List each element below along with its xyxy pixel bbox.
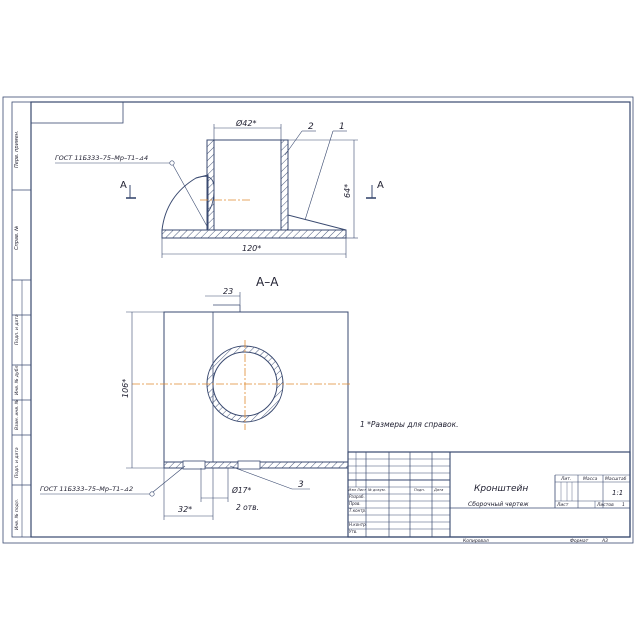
title-block-text: Изм Лист № докум. Подп. Дата Разраб. Про…: [349, 476, 627, 544]
base-plate: [161, 229, 347, 239]
top-left-stamp-box: [30, 101, 124, 124]
lit-label: Лит.: [560, 476, 571, 482]
tube-wall-left: [206, 139, 215, 231]
title-block: [347, 451, 631, 538]
side-label-2: Справ. №: [14, 226, 20, 250]
left-gusset: [161, 174, 209, 231]
col-label-sign: Подп.: [414, 488, 425, 492]
row-label-approved: Утв.: [349, 529, 357, 534]
side-label-3: Подп. и дата: [14, 314, 20, 345]
mass-label: Масса: [583, 476, 598, 482]
front-weld-note: ГОСТ 11Б333–75–Мр–Т1–⊿4: [55, 154, 148, 162]
side-label-6: Подп. и дата: [14, 447, 20, 478]
callout-1: 1: [339, 122, 345, 132]
row-label-tcontrol: Т.контр.: [349, 508, 366, 513]
sheet-label: Лист: [556, 502, 569, 508]
format-label: Формат: [570, 538, 589, 544]
row-label-developer: Разраб.: [349, 494, 365, 499]
copied-label: Копировал: [463, 538, 489, 544]
row-label-ncontrol: Н.контр.: [349, 522, 367, 527]
side-label-1: Перв. примен.: [14, 130, 20, 168]
dim-section-width: 32*: [178, 505, 192, 514]
callout-2: 2: [308, 122, 314, 132]
section-title: А–А: [256, 275, 279, 289]
row-label-checker: Пров.: [349, 501, 361, 506]
drawing-note: 1 *Размеры для справок.: [360, 420, 459, 429]
section-view: А–А 23 106* 32* Ø17* 2 отв.: [40, 275, 350, 520]
right-rib: [287, 214, 347, 231]
format-value: А3: [601, 538, 608, 544]
dim-tube-diameter: Ø42*: [235, 118, 256, 128]
side-label-5: Взам. инв. №: [14, 399, 20, 430]
section-weld-note: ГОСТ 11Б333–75–Мр–Т1–⊿2: [40, 485, 133, 493]
side-label-4: Инв. № дубл.: [14, 364, 20, 395]
dim-holes-count: 2 отв.: [236, 503, 259, 512]
section-mark-right: A: [377, 180, 384, 191]
front-view: Ø42* 64* 120* A A ГОСТ 11Б333–75–Мр–Т1–⊿…: [55, 118, 384, 258]
tube-wall-right: [280, 139, 289, 231]
dim-top: 23: [223, 287, 233, 296]
sheets-label: Листов: [596, 502, 614, 508]
sheets-value: 1: [622, 502, 625, 508]
side-column: Перв. примен. Справ. № Подп. и дата Инв.…: [11, 101, 32, 538]
dim-section-height: 106*: [121, 379, 130, 398]
dim-length: 120*: [242, 244, 261, 253]
dim-height: 64*: [343, 184, 352, 198]
col-label-izm: Изм: [349, 488, 357, 492]
document-type: Сборочный чертеж: [468, 501, 529, 508]
scale-label: Масштаб: [605, 476, 627, 482]
section-mark-left: A: [120, 180, 127, 191]
col-label-doc: № докум.: [367, 488, 386, 492]
part-name: Кронштейн: [474, 484, 528, 494]
col-label-date: Дата: [433, 488, 443, 492]
col-label-list: Лист: [356, 488, 367, 492]
callout-3: 3: [298, 480, 304, 490]
side-label-7: Инв. № подл.: [14, 499, 20, 530]
scale-value: 1:1: [612, 489, 623, 497]
drawing-frame: [30, 101, 631, 538]
sheet-outer-border: [2, 96, 634, 544]
dim-hole-diameter: Ø17*: [231, 486, 251, 495]
